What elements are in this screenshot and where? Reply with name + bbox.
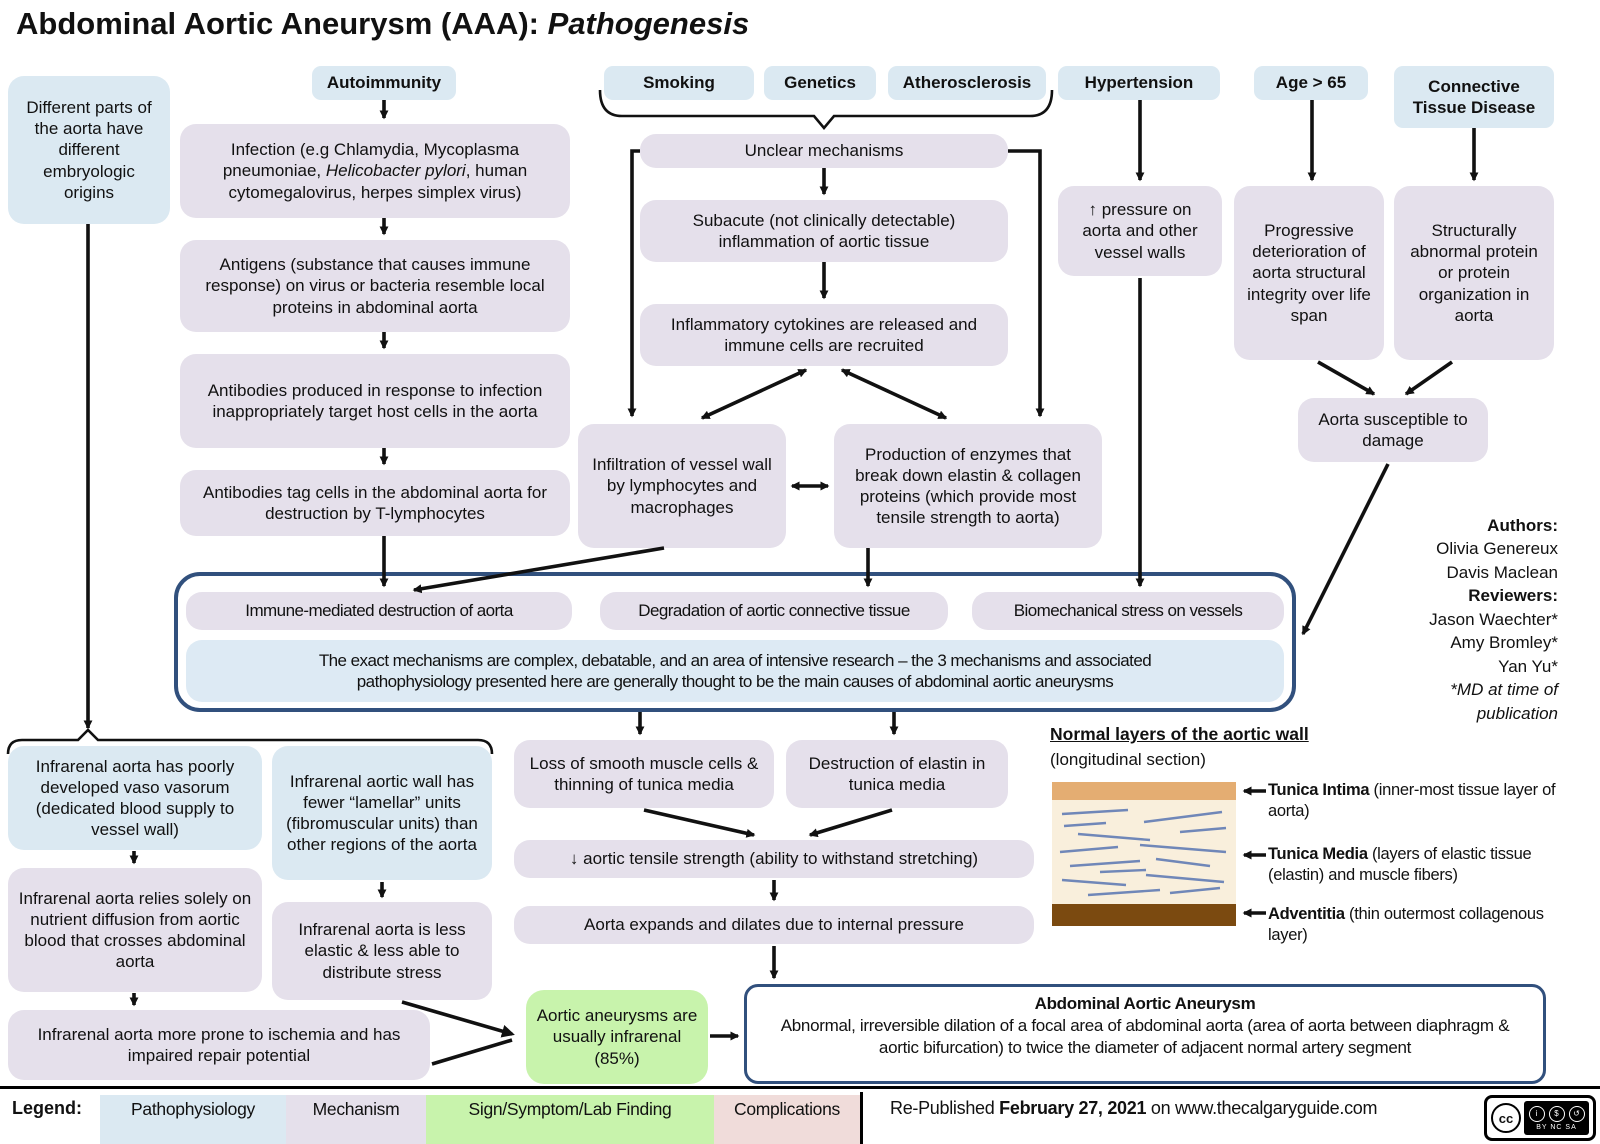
republished-pre: Re-Published: [890, 1098, 1000, 1118]
box-subacute-inflammation: Subacute (not clinically detectable) inf…: [640, 200, 1008, 262]
infection-pre: Infection (e.g Chlamydia, Mycoplasma pne…: [222, 140, 520, 181]
box-loss-smooth-muscle: Loss of smooth muscle cells & thinning o…: [514, 740, 774, 808]
box-connective-tissue: Connective Tissue Disease: [1394, 66, 1554, 128]
aaa-title: Abdominal Aortic Aneurysm: [1034, 994, 1256, 1013]
label-adventitia: Adventitia (thin outermost collagenous l…: [1268, 904, 1568, 945]
tunica-intima-bold: Tunica Intima: [1268, 781, 1370, 799]
legend-pathophysiology: Pathophysiology: [100, 1095, 286, 1144]
reviewer-name: Amy Bromley*: [1450, 633, 1558, 653]
box-structurally-abnormal: Structurally abnormal protein or protein…: [1394, 186, 1554, 360]
tunica-intima-band: [1052, 782, 1236, 800]
box-aorta-expands: Aorta expands and dilates due to interna…: [514, 906, 1034, 944]
box-less-elastic: Infrarenal aorta is less elastic & less …: [272, 902, 492, 1000]
cc-sa-icon: ↺: [1568, 1105, 1585, 1122]
box-smoking: Smoking: [604, 66, 754, 100]
box-nutrient-diffusion: Infrarenal aorta relies solely on nutrie…: [8, 868, 262, 992]
cc-license-icons: i $ ↺ BY NC SA: [1524, 1101, 1589, 1135]
label-tunica-media: Tunica Media (layers of elastic tissue (…: [1268, 844, 1568, 885]
md-footnote: publication: [1476, 703, 1558, 723]
box-tensile-strength: ↓ aortic tensile strength (ability to wi…: [514, 840, 1034, 878]
box-destruction-elastin: Destruction of elastin in tunica media: [786, 740, 1008, 808]
adventitia-rest: (thin outermost collagenous layer): [1268, 905, 1544, 944]
box-prone-ischemia: Infrarenal aorta more prone to ischemia …: [8, 1010, 430, 1080]
box-progressive-deterioration: Progressive deterioration of aorta struc…: [1234, 186, 1384, 360]
creative-commons-badge: cc i $ ↺ BY NC SA: [1484, 1095, 1596, 1141]
box-aaa-definition: Abdominal Aortic Aneurysm Abnormal, irre…: [744, 984, 1546, 1084]
legend-mechanism: Mechanism: [286, 1095, 426, 1144]
box-antibodies-tag: Antibodies tag cells in the abdominal ao…: [180, 470, 570, 536]
adventitia-bold: Adventitia: [1268, 905, 1345, 923]
box-poor-vaso-vasorum: Infrarenal aorta has poorly developed va…: [8, 746, 262, 850]
box-unclear-mechanisms: Unclear mechanisms: [640, 134, 1008, 168]
tunica-media-band: [1052, 800, 1236, 904]
legend-sign-symptom: Sign/Symptom/Lab Finding: [426, 1095, 714, 1144]
author-name: Davis Maclean: [1446, 562, 1559, 582]
box-inflammatory-cytokines: Inflammatory cytokines are released and …: [640, 304, 1008, 366]
note-line1: The exact mechanisms are complex, debata…: [318, 650, 1152, 670]
box-antibodies-produced: Antibodies produced in response to infec…: [180, 354, 570, 448]
cc-nc-icon: $: [1548, 1105, 1565, 1122]
note-line2: pathophysiology presented here are gener…: [356, 672, 1114, 691]
republished-site: on www.thecalgaryguide.com: [1146, 1098, 1378, 1118]
label-tunica-intima: Tunica Intima (inner-most tissue layer o…: [1268, 780, 1568, 821]
legend-bar: Legend: Pathophysiology Mechanism Sign/S…: [0, 1086, 1600, 1144]
box-age-65: Age > 65: [1254, 66, 1368, 100]
page-title: Abdominal Aortic Aneurysm (AAA): Pathoge…: [16, 6, 749, 42]
box-fewer-lamellar: Infrarenal aortic wall has fewer “lamell…: [272, 746, 492, 880]
tunica-media-bold: Tunica Media: [1268, 845, 1368, 863]
reviewer-name: Jason Waechter*: [1429, 609, 1558, 629]
wall-diagram-subheading: (longitudinal section): [1050, 750, 1206, 769]
republished-date: February 27, 2021: [999, 1098, 1147, 1118]
adventitia-band: [1052, 904, 1236, 926]
infection-post: , human cytomegalovirus, herpes simplex …: [228, 161, 528, 202]
aaa-body: Abnormal, irreversible dilation of a foc…: [780, 1016, 1510, 1058]
legend-divider: [860, 1092, 863, 1144]
authors-block: Authors: Olivia Genereux Davis Maclean R…: [1318, 514, 1558, 725]
reviewers-label: Reviewers:: [1468, 586, 1558, 606]
tunica-media-rest: (layers of elastic tissue (elastin) and …: [1268, 845, 1532, 884]
box-atherosclerosis: Atherosclerosis: [888, 66, 1046, 100]
box-degradation: Degradation of aortic connective tissue: [600, 592, 948, 630]
box-aorta-susceptible: Aorta susceptible to damage: [1298, 398, 1488, 462]
md-footnote: *MD at time of: [1450, 680, 1558, 700]
tunica-intima-rest: (inner-most tissue layer of aorta): [1268, 781, 1556, 820]
reviewer-name: Yan Yu*: [1498, 656, 1558, 676]
box-usually-infrarenal: Aortic aneurysms are usually infrarenal …: [526, 990, 708, 1084]
infection-italic: Helicobacter pylori: [325, 161, 466, 181]
wall-label-arrows: [1242, 786, 1266, 918]
box-pressure: ↑ pressure on aorta and other vessel wal…: [1058, 186, 1222, 276]
aortic-wall-diagram: [1052, 782, 1236, 926]
title-italic: Pathogenesis: [547, 6, 750, 41]
box-mechanisms-note: The exact mechanisms are complex, debata…: [186, 640, 1284, 702]
box-genetics: Genetics: [764, 66, 876, 100]
box-infection: Infection (e.g Chlamydia, Mycoplasma pne…: [180, 124, 570, 218]
cc-sub-label: BY NC SA: [1536, 1123, 1577, 1131]
republished-text: Re-Published February 27, 2021 on www.th…: [890, 1098, 1378, 1119]
author-name: Olivia Genereux: [1436, 539, 1558, 559]
box-different-parts: Different parts of the aorta have differ…: [8, 76, 170, 224]
box-immune-destruction: Immune-mediated destruction of aorta: [186, 592, 572, 630]
box-infiltration: Infiltration of vessel wall by lymphocyt…: [578, 424, 786, 548]
cc-icon: cc: [1491, 1103, 1521, 1133]
box-enzyme-production: Production of enzymes that break down el…: [834, 424, 1102, 548]
box-hypertension: Hypertension: [1058, 66, 1220, 100]
box-autoimmunity: Autoimmunity: [312, 66, 456, 100]
authors-label: Authors:: [1487, 516, 1558, 535]
wall-diagram-heading: Normal layers of the aortic wall: [1050, 724, 1309, 744]
legend-label: Legend:: [12, 1098, 82, 1118]
title-main: Abdominal Aortic Aneurysm (AAA):: [16, 6, 548, 41]
box-biomechanical-stress: Biomechanical stress on vessels: [972, 592, 1284, 630]
cc-by-icon: i: [1528, 1105, 1545, 1122]
box-antigens: Antigens (substance that causes immune r…: [180, 240, 570, 332]
legend-complications: Complications: [714, 1095, 860, 1144]
